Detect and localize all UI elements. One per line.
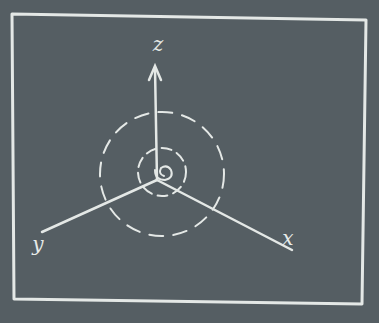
z-axis [155,68,157,180]
source-spiral [155,166,172,180]
axis-label: x [282,228,293,248]
y-axis [42,180,157,232]
axis-label: z [153,34,164,54]
outer-dashed-circle [100,112,224,236]
inner-dashed-circle [138,148,186,196]
z-arrowhead [149,66,161,80]
frame-outline [12,14,366,304]
axis-label: y [32,234,43,254]
